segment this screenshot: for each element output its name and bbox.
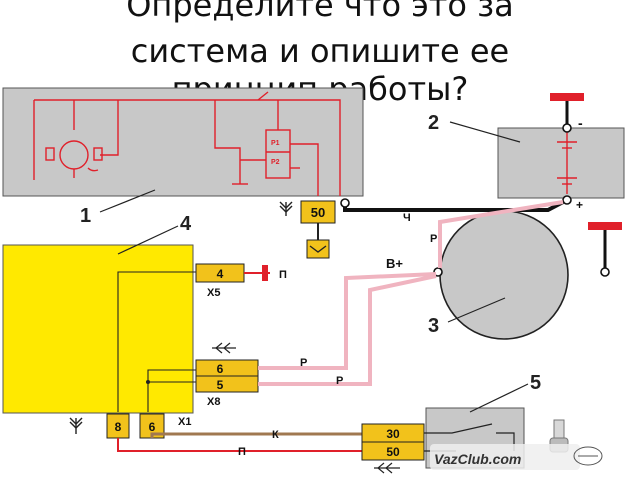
battery-minus-terminal	[562, 123, 572, 133]
car-logo-icon	[573, 446, 603, 466]
connector-label-x1: X1	[178, 416, 191, 428]
terminal-4-label: 4	[217, 267, 224, 281]
wire-label-r-low: Р	[336, 375, 343, 387]
wire-r-low	[258, 274, 437, 386]
terminal-5	[195, 375, 259, 393]
component-1-panel	[2, 87, 364, 197]
terminal-30-label: 30	[386, 427, 400, 441]
connector-label-x5: X5	[207, 287, 220, 299]
wire-label-r-mid: Р	[300, 357, 307, 369]
terminal-6b-label: 6	[149, 420, 156, 434]
wire-r-battery-generator	[438, 200, 564, 268]
ground-icon	[279, 201, 293, 216]
title-line-2: система и опишите ее	[130, 32, 510, 70]
terminal-6	[195, 359, 259, 377]
component-number-2: 2	[428, 112, 439, 134]
leader-line-5	[469, 383, 529, 413]
fuse-link-icon	[309, 245, 327, 253]
wire-k	[150, 432, 362, 438]
generator-bplus-label: B+	[386, 256, 403, 271]
component-number-3: 3	[428, 315, 439, 337]
battery-cells	[557, 132, 577, 194]
wire-label-p: П	[279, 269, 287, 281]
terminal-50-top-label: 50	[311, 205, 325, 220]
wire-label-k: К	[272, 429, 279, 441]
battery-ground-bar	[550, 93, 584, 101]
watermark: VazClub.com	[434, 451, 521, 467]
generator-ground-bar	[588, 222, 622, 230]
leader-line-2	[449, 121, 521, 143]
wire-r-mid	[258, 272, 437, 370]
terminal-50-bottom-label: 50	[386, 445, 400, 459]
battery-plus-terminal	[562, 195, 572, 205]
connector-label-x8: X8	[207, 396, 220, 408]
terminal-6-label: 6	[217, 362, 224, 376]
leader-line-1	[99, 189, 156, 213]
wire-label-r-top: Р	[430, 233, 437, 245]
wire-ch-terminal	[340, 198, 350, 208]
battery-plus-label: +	[576, 198, 583, 212]
component-1-circuit	[33, 91, 341, 196]
arrow-icon	[212, 342, 236, 354]
component-4-block	[2, 244, 194, 414]
battery-minus-label: -	[578, 115, 583, 131]
relay-label-p1: P1	[271, 140, 280, 147]
wire-p-connector	[262, 265, 268, 281]
junction-dot	[146, 380, 150, 384]
title-line-1: Определите что это за	[126, 0, 514, 24]
wire-label-ch: Ч	[403, 212, 411, 224]
wire-label-p-bottom: П	[238, 446, 246, 458]
generator-ground-terminal	[600, 267, 610, 277]
component-number-4: 4	[180, 213, 192, 235]
component-2-battery	[497, 127, 625, 199]
terminal-5-label: 5	[217, 378, 224, 392]
wire-p-bottom	[117, 438, 362, 452]
component-3-generator	[439, 210, 569, 340]
arrow-icon-bottom	[374, 462, 400, 474]
ground-icon-bottom	[69, 417, 83, 434]
fuse-link	[306, 239, 330, 259]
leader-line-3	[447, 297, 506, 323]
terminal-8-label: 8	[115, 420, 122, 434]
relay-label-p2: P2	[271, 159, 280, 166]
component-number-1: 1	[80, 205, 91, 227]
watermark-bg	[430, 444, 580, 470]
leader-line-4	[117, 225, 179, 255]
component-number-5: 5	[530, 372, 541, 394]
component-4-internal-wires	[117, 271, 196, 412]
